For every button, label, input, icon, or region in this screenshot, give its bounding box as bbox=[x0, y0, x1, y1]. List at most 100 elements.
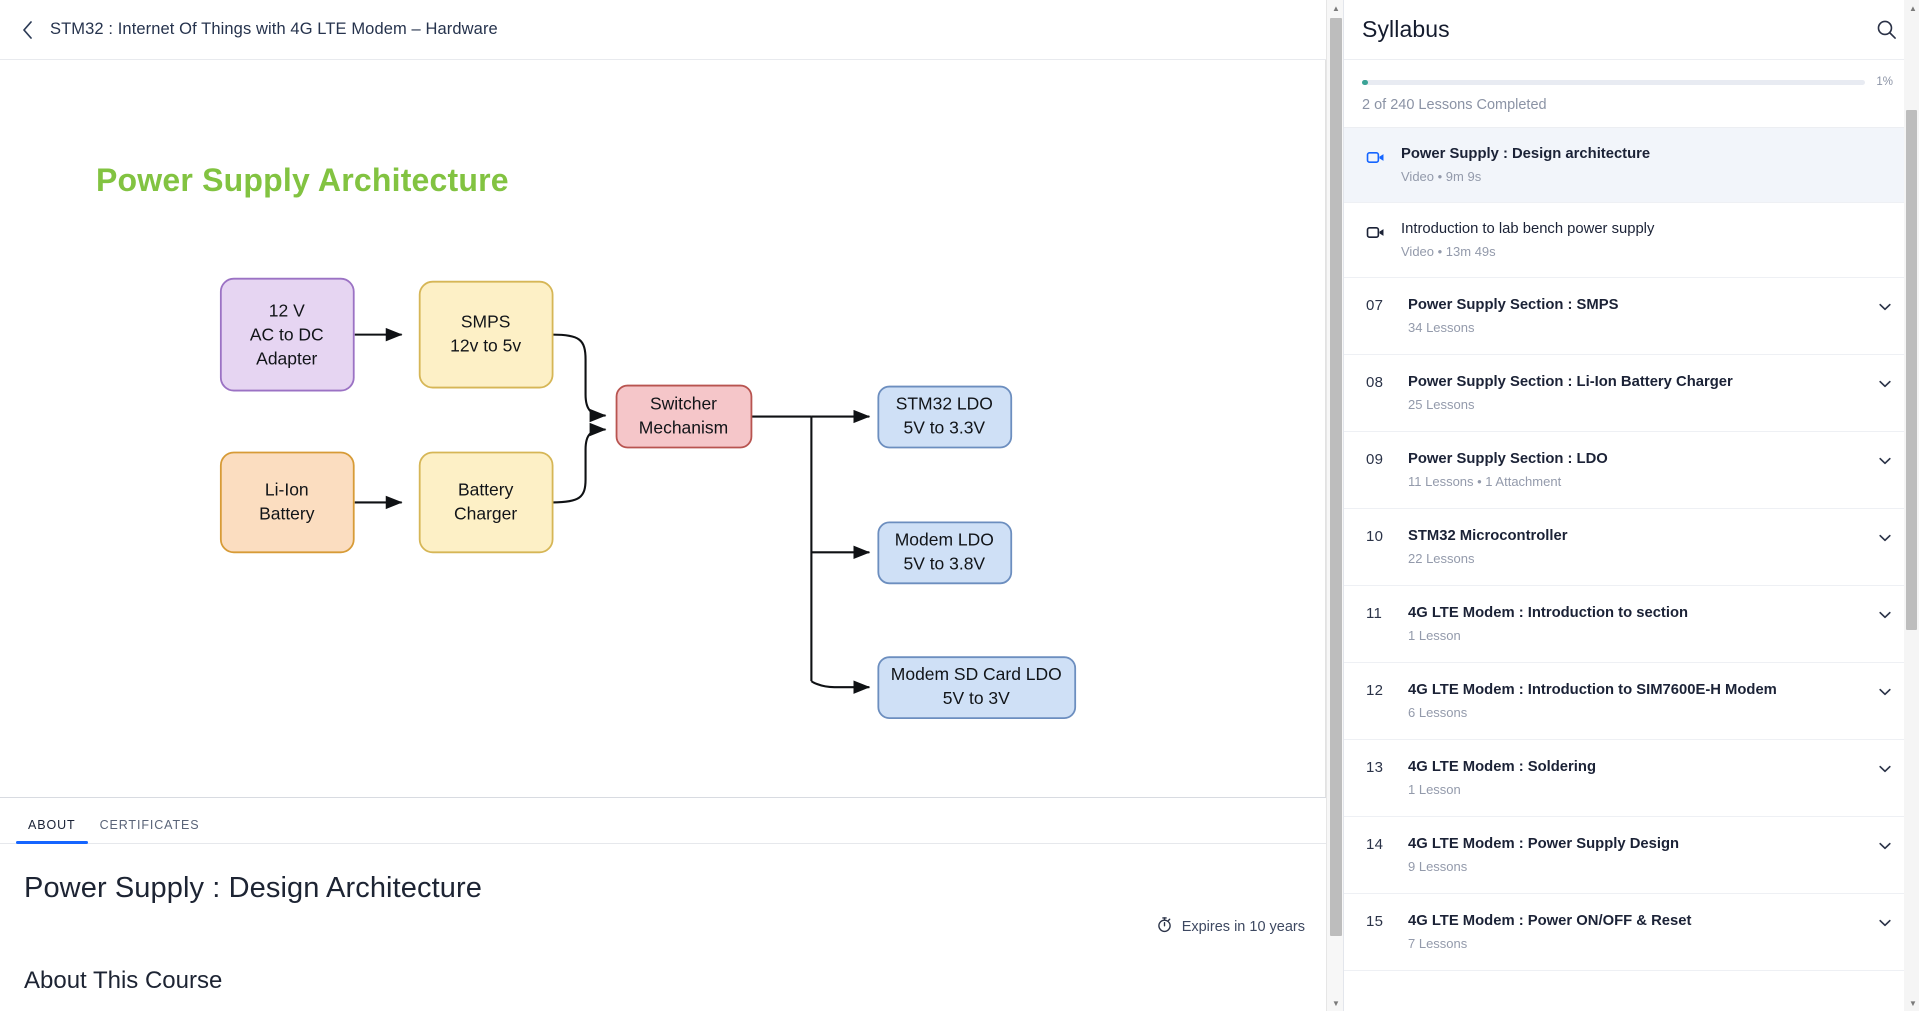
syllabus-scrollbar[interactable]: ▲ ▼ bbox=[1904, 0, 1919, 1011]
svg-text:5V to 3.3V: 5V to 3.3V bbox=[903, 417, 985, 437]
chevron-down-icon[interactable] bbox=[1877, 915, 1893, 936]
syllabus-section-row[interactable]: 12 4G LTE Modem : Introduction to SIM760… bbox=[1344, 663, 1919, 740]
page-scroll-down-arrow-icon[interactable]: ▼ bbox=[1332, 998, 1340, 1008]
video-camera-icon bbox=[1366, 223, 1385, 247]
progress-track bbox=[1362, 79, 1866, 85]
node-modem-sd-card-ldo: Modem SD Card LDO 5V to 3V bbox=[877, 656, 1077, 720]
chevron-left-icon[interactable] bbox=[14, 17, 40, 43]
tab-certificates[interactable]: CERTIFICATES bbox=[99, 818, 200, 832]
syllabus-section-row[interactable]: 14 4G LTE Modem : Power Supply Design 9 … bbox=[1344, 817, 1919, 894]
page-scrollbar-thumb[interactable] bbox=[1330, 18, 1342, 936]
section-number: 12 bbox=[1366, 682, 1384, 699]
syllabus-section-row[interactable]: 07 Power Supply Section : SMPS 34 Lesson… bbox=[1344, 278, 1919, 355]
syllabus-section-row[interactable]: 11 4G LTE Modem : Introduction to sectio… bbox=[1344, 586, 1919, 663]
svg-text:Modem SD Card LDO: Modem SD Card LDO bbox=[891, 664, 1062, 684]
section-title: 4G LTE Modem : Soldering bbox=[1408, 759, 1596, 775]
syllabus-section-row[interactable]: 08 Power Supply Section : Li-Ion Battery… bbox=[1344, 355, 1919, 432]
search-icon[interactable] bbox=[1876, 19, 1897, 40]
section-number: 07 bbox=[1366, 297, 1384, 314]
syllabus-section-row[interactable]: 15 4G LTE Modem : Power ON/OFF & Reset 7… bbox=[1344, 894, 1919, 971]
svg-text:5V to 3.8V: 5V to 3.8V bbox=[903, 553, 985, 573]
section-meta: 34 Lessons bbox=[1408, 320, 1475, 335]
chevron-down-icon[interactable] bbox=[1877, 299, 1893, 320]
svg-text:Battery: Battery bbox=[458, 479, 514, 499]
progress-percent: 1% bbox=[1876, 76, 1893, 88]
lesson-row[interactable]: Introduction to lab bench power supply V… bbox=[1344, 203, 1919, 278]
syllabus-section-row[interactable]: 09 Power Supply Section : LDO 11 Lessons… bbox=[1344, 432, 1919, 509]
expiry-badge: Expires in 10 years bbox=[1156, 916, 1305, 937]
node-modem-ldo: Modem LDO 5V to 3.8V bbox=[877, 521, 1013, 585]
section-title: STM32 Microcontroller bbox=[1408, 528, 1568, 544]
chevron-down-icon[interactable] bbox=[1877, 761, 1893, 782]
stopwatch-icon bbox=[1156, 916, 1173, 937]
course-progress: 1% 2 of 240 Lessons Completed bbox=[1344, 60, 1919, 128]
syllabus-scroll-down-arrow-icon[interactable]: ▼ bbox=[1909, 998, 1917, 1008]
svg-text:Modem LDO: Modem LDO bbox=[895, 529, 994, 549]
page-scrollbar[interactable]: ▲ ▼ bbox=[1326, 0, 1343, 1011]
syllabus-pane: Syllabus 1% 2 of 240 Lessons Completed P… bbox=[1344, 0, 1919, 1011]
top-bar: STM32 : Internet Of Things with 4G LTE M… bbox=[0, 0, 1343, 60]
chevron-down-icon[interactable] bbox=[1877, 684, 1893, 705]
chevron-down-icon[interactable] bbox=[1877, 838, 1893, 859]
lesson-meta: Video • 13m 49s bbox=[1401, 244, 1496, 259]
expiry-text: Expires in 10 years bbox=[1181, 918, 1305, 935]
node-ac-dc-adapter: 12 V AC to DC Adapter bbox=[219, 277, 355, 392]
node-switcher-mechanism: Switcher Mechanism bbox=[615, 384, 753, 449]
syllabus-section-row[interactable]: 13 4G LTE Modem : Soldering 1 Lesson bbox=[1344, 740, 1919, 817]
svg-text:12v to 5v: 12v to 5v bbox=[450, 336, 521, 356]
page-scroll-up-arrow-icon[interactable]: ▲ bbox=[1332, 3, 1340, 13]
section-title: 4G LTE Modem : Power Supply Design bbox=[1408, 836, 1680, 852]
node-smps: SMPS 12v to 5v bbox=[418, 280, 554, 389]
section-meta: 25 Lessons bbox=[1408, 397, 1475, 412]
diagram-canvas: Power Supply Architecture bbox=[0, 60, 1325, 797]
tab-about[interactable]: ABOUT bbox=[16, 818, 88, 844]
section-number: 11 bbox=[1366, 605, 1383, 622]
section-number: 08 bbox=[1366, 374, 1384, 391]
chevron-down-icon[interactable] bbox=[1877, 453, 1893, 474]
section-meta: 6 Lessons bbox=[1408, 705, 1468, 720]
progress-row: 1% bbox=[1362, 76, 1893, 88]
svg-text:Battery: Battery bbox=[259, 503, 315, 523]
progress-fill bbox=[1362, 79, 1368, 85]
section-meta: 11 Lessons • 1 Attachment bbox=[1408, 474, 1562, 489]
syllabus-scroll-up-arrow-icon[interactable]: ▲ bbox=[1909, 3, 1917, 13]
edge-smps-to-switcher bbox=[552, 333, 607, 423]
syllabus-scrollbar-thumb[interactable] bbox=[1906, 110, 1917, 630]
section-number: 10 bbox=[1366, 528, 1384, 545]
node-li-ion-battery: Li-Ion Battery bbox=[219, 451, 355, 554]
section-title: Power Supply Section : LDO bbox=[1408, 451, 1608, 467]
section-title: 4G LTE Modem : Introduction to section bbox=[1408, 605, 1689, 621]
section-number: 15 bbox=[1366, 913, 1384, 930]
content-pane: STM32 : Internet Of Things with 4G LTE M… bbox=[0, 0, 1344, 1011]
edge-to-modem-sd-ldo bbox=[810, 680, 871, 694]
lesson-title: Introduction to lab bench power supply bbox=[1401, 221, 1655, 237]
about-panel: Power Supply : Design Architecture Expir… bbox=[0, 844, 1343, 1011]
svg-text:Switcher: Switcher bbox=[650, 394, 717, 414]
lesson-heading: Power Supply : Design Architecture bbox=[24, 872, 482, 904]
syllabus-section-row[interactable]: 10 STM32 Microcontroller 22 Lessons bbox=[1344, 509, 1919, 586]
syllabus-header: Syllabus bbox=[1344, 0, 1919, 60]
syllabus-list[interactable]: Power Supply : Design architecture Video… bbox=[1344, 128, 1919, 1011]
section-meta: 1 Lesson bbox=[1408, 628, 1461, 643]
lesson-title: Power Supply : Design architecture bbox=[1401, 146, 1651, 162]
chevron-down-icon[interactable] bbox=[1877, 607, 1893, 628]
lesson-row[interactable]: Power Supply : Design architecture Video… bbox=[1344, 128, 1919, 203]
section-number: 09 bbox=[1366, 451, 1384, 468]
svg-text:Adapter: Adapter bbox=[256, 349, 317, 369]
svg-text:STM32 LDO: STM32 LDO bbox=[896, 394, 993, 414]
section-meta: 9 Lessons bbox=[1408, 859, 1468, 874]
section-title: Power Supply Section : Li-Ion Battery Ch… bbox=[1408, 374, 1733, 390]
power-supply-architecture-diagram: 12 V AC to DC Adapter SMPS 12v to 5v Li-… bbox=[219, 277, 1077, 720]
svg-text:Charger: Charger bbox=[454, 503, 517, 523]
lesson-stage: Power Supply Architecture bbox=[0, 60, 1343, 798]
chevron-down-icon[interactable] bbox=[1877, 530, 1893, 551]
section-meta: 1 Lesson bbox=[1408, 782, 1461, 797]
svg-text:5V to 3V: 5V to 3V bbox=[943, 688, 1010, 708]
chevron-down-icon[interactable] bbox=[1877, 376, 1893, 397]
svg-text:Mechanism: Mechanism bbox=[639, 417, 728, 437]
svg-text:SMPS: SMPS bbox=[461, 312, 511, 332]
course-title: STM32 : Internet Of Things with 4G LTE M… bbox=[50, 20, 498, 38]
svg-text:12 V: 12 V bbox=[269, 301, 305, 321]
node-battery-charger: Battery Charger bbox=[418, 451, 554, 554]
